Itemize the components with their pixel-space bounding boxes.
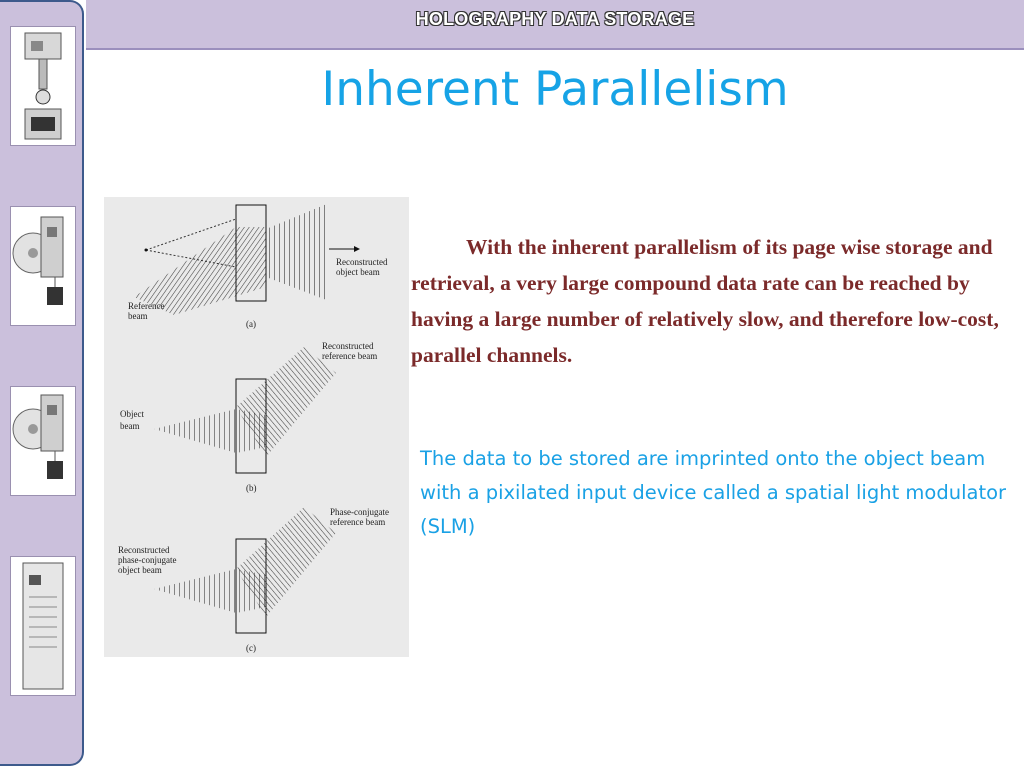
panel-b-label-object-2: beam [120, 421, 140, 431]
panel-c-label-reconstructed-2: phase-conjugate [118, 555, 176, 565]
sidebar [0, 0, 84, 766]
panel-b-label-object-1: Object [120, 409, 144, 419]
panel-c-label-reconstructed-1: Reconstructed [118, 545, 170, 555]
disc-drive-icon [12, 394, 64, 479]
paragraph-parallelism: With the inherent parallelism of its pag… [411, 235, 999, 367]
panel-b-label-reconstructed-1: Reconstructed [322, 341, 374, 351]
panel-b-label-reconstructed-2: reference beam [322, 351, 377, 361]
panel-c: Phase-conjugate reference beam Reconstru… [118, 507, 389, 653]
panel-c-caption: (c) [246, 643, 256, 653]
panel-a: Reconstructed object beam Reference beam… [128, 203, 388, 329]
paragraph-slm: The data to be stored are imprinted onto… [420, 447, 1007, 538]
panel-a-caption: (a) [246, 319, 256, 329]
panel-a-label-reconstructed-2: object beam [336, 267, 380, 277]
thumbnail-disc-drive-1 [10, 206, 76, 326]
server-tower-icon [22, 562, 64, 690]
holography-setup-icon [24, 32, 62, 140]
thumbnail-server-tower [10, 556, 76, 696]
panel-b-caption: (b) [246, 483, 257, 493]
header-bar: HOLOGRAPHY DATA STORAGE [86, 0, 1024, 50]
panel-c-label-phase-1: Phase-conjugate [330, 507, 389, 517]
panel-a-label-reference-1: Reference [128, 301, 164, 311]
panel-b: Reconstructed reference beam Object beam… [120, 341, 377, 493]
panel-c-label-phase-2: reference beam [330, 517, 385, 527]
thumbnail-holography-setup [10, 26, 76, 146]
panel-a-label-reconstructed-1: Reconstructed [336, 257, 388, 267]
header-title: HOLOGRAPHY DATA STORAGE [415, 9, 695, 29]
panel-a-label-reference-2: beam [128, 311, 148, 321]
hologram-diagram-figure: Reconstructed object beam Reference beam… [104, 197, 409, 657]
thumbnail-disc-drive-2 [10, 386, 76, 496]
panel-c-label-reconstructed-3: object beam [118, 565, 162, 575]
disc-drive-icon [12, 216, 64, 305]
slide-title: Inherent Parallelism [321, 62, 789, 117]
